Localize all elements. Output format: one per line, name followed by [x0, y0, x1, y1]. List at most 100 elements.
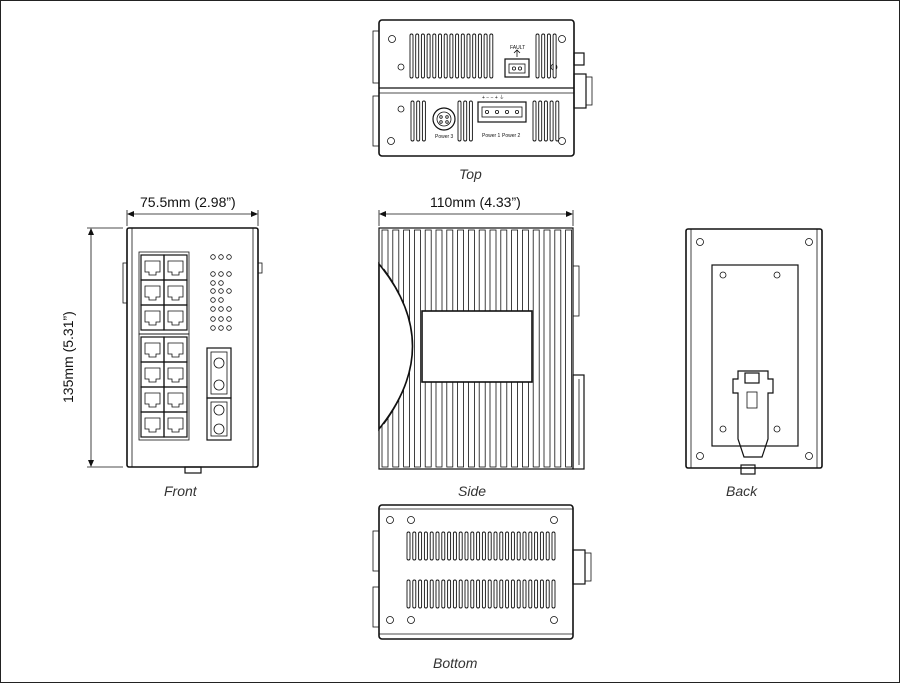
led-indicator-icon	[210, 254, 216, 260]
power-terminal-block	[477, 101, 527, 123]
port-block-lower	[138, 333, 190, 441]
led-indicator-icon	[226, 271, 232, 277]
height-dimension: 135mm (5.31”)	[60, 227, 123, 468]
width-dimension: 75.5mm (2.98”)	[126, 194, 259, 226]
vent-slot	[429, 579, 434, 609]
vent-slot	[426, 33, 431, 79]
heatsink-fin	[543, 229, 551, 468]
vent-slot	[545, 579, 550, 609]
led-indicator-icon	[210, 325, 216, 331]
rj45-port	[163, 304, 188, 331]
front-view-outline	[126, 227, 259, 468]
led-indicator-icon	[218, 316, 224, 322]
vent-slot	[528, 579, 533, 609]
vent-slot	[452, 579, 457, 609]
top-view-side-tab-lower	[372, 95, 380, 147]
vent-slot	[539, 579, 544, 609]
led-indicator-icon	[218, 280, 224, 286]
vent-slot	[420, 33, 425, 79]
fiber-port-2-inner	[210, 401, 228, 437]
rj45-socket-icon	[167, 392, 184, 408]
din-clip-slot	[746, 391, 758, 409]
screw-icon	[386, 616, 394, 624]
din-clip-head	[744, 372, 760, 384]
power3-connector	[432, 107, 456, 131]
vent-slot	[510, 579, 515, 609]
screw-icon	[388, 35, 396, 43]
arrow-up-icon	[88, 228, 94, 235]
vent-slot	[481, 531, 486, 561]
screw-icon	[407, 516, 415, 524]
pin-icon	[445, 115, 449, 119]
din-clip-tab	[184, 466, 202, 474]
screw-icon	[719, 271, 727, 279]
vent-slot	[447, 531, 452, 561]
power1-label: Power 1	[482, 133, 501, 139]
vent-slot	[447, 579, 452, 609]
side-view-curve	[378, 261, 414, 432]
vent-slot	[551, 531, 556, 561]
bottom-clip-edge	[584, 552, 592, 582]
fiber-connector-icon	[213, 357, 225, 369]
side-view	[378, 227, 585, 470]
vent-slot	[464, 531, 469, 561]
led-indicator-icon	[226, 306, 232, 312]
fiber-connector-icon	[213, 423, 225, 435]
arrow-left-icon	[379, 211, 386, 217]
vent-slot	[468, 100, 473, 142]
vent-slot	[487, 579, 492, 609]
pin-icon	[484, 110, 489, 115]
fiber-port-2	[206, 397, 232, 441]
heatsink-fin	[554, 229, 562, 468]
vent-slot	[412, 579, 417, 609]
led-indicator-icon	[226, 325, 232, 331]
led-indicator-icon	[218, 325, 224, 331]
vent-slot	[412, 531, 417, 561]
screw-icon	[805, 238, 813, 246]
bottom-view-label: Bottom	[433, 655, 478, 671]
led-indicator-icon	[210, 316, 216, 322]
vent-slot	[463, 100, 468, 142]
rj45-port	[163, 411, 188, 438]
front-view-label: Front	[164, 483, 198, 499]
arrow-down-icon	[88, 460, 94, 467]
pin-icon	[504, 110, 509, 115]
heatsink-fin	[413, 229, 421, 468]
vent-slot	[409, 33, 414, 79]
vent-slot	[432, 33, 437, 79]
led-indicator-icon	[218, 297, 224, 303]
back-view-label: Back	[726, 483, 758, 499]
vent-slot	[452, 531, 457, 561]
vent-slot	[549, 100, 554, 142]
width-label: 75.5mm (2.98”)	[140, 194, 236, 210]
depth-label: 110mm (4.33”)	[430, 194, 521, 210]
depth-dimension: 110mm (4.33”)	[378, 194, 574, 226]
vent-slot	[423, 579, 428, 609]
vent-slot	[487, 531, 492, 561]
pin-icon	[439, 115, 443, 119]
vent-slot	[406, 531, 411, 561]
side-view-curve-inner	[383, 268, 413, 425]
top-view: FAULT Power 3 + − − + ⏚ Power 1 Power 2	[372, 19, 593, 157]
vent-slot	[539, 531, 544, 561]
pin-icon	[439, 120, 443, 124]
vent-slot	[466, 33, 471, 79]
vent-slot	[443, 33, 448, 79]
bottom-side-tab	[372, 586, 380, 628]
label-plate	[421, 310, 533, 383]
vent-slot	[546, 33, 551, 79]
vent-slot	[441, 579, 446, 609]
vent-slot	[477, 33, 482, 79]
rj45-socket-icon	[144, 285, 161, 301]
vent-slot	[458, 531, 463, 561]
screw-icon	[550, 616, 558, 624]
vent-slot	[522, 579, 527, 609]
vent-slot	[551, 579, 556, 609]
power3-connector-inner	[436, 111, 452, 127]
vent-slot	[429, 531, 434, 561]
heatsink-fin	[565, 229, 572, 468]
fiber-connector-icon	[213, 404, 225, 416]
vent-slot	[423, 531, 428, 561]
front-side-tab	[122, 262, 128, 304]
